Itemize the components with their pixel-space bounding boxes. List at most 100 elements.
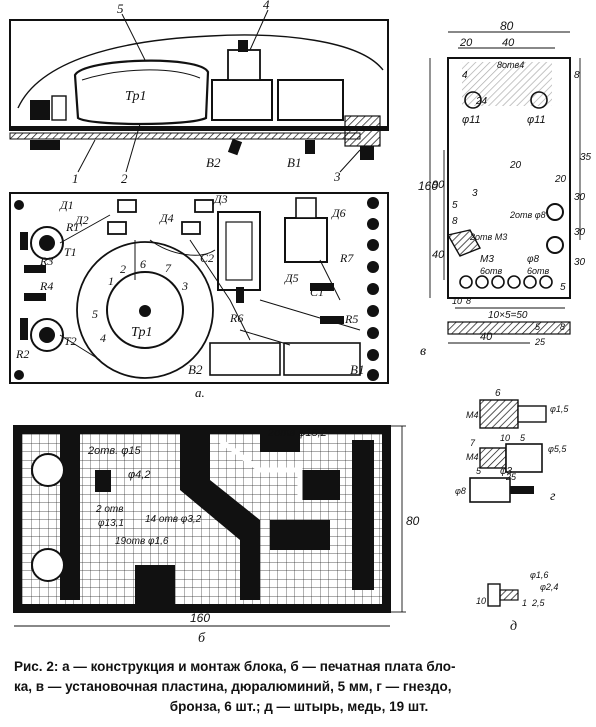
dim-v-26: φ8 — [527, 254, 540, 265]
dim-g-5: 25 — [505, 472, 517, 482]
dim-b-1: 2отв φ15,2 — [267, 427, 327, 439]
dim-v-14: 8 — [452, 216, 458, 227]
label-tap-1: 1 — [108, 274, 114, 288]
dim-g-6: φ5,5 — [548, 444, 567, 454]
dim-v-6: φ11 — [462, 114, 481, 126]
dim-v-1: 20 — [459, 37, 473, 49]
label-tap-6: 6 — [140, 257, 146, 271]
dim-b-7: 80 — [406, 514, 420, 528]
dim-d-0: φ1,6 — [530, 570, 548, 580]
panel-d-pin: φ1,6 φ2,4 10 1 2,5 д — [476, 570, 558, 634]
dim-d-4: 2,5 — [531, 598, 546, 608]
label-t2: Т2 — [64, 334, 77, 348]
label-r5: R5 — [344, 312, 358, 326]
panel-a-letter: а. — [195, 385, 205, 400]
label-tr1-side: Тр1 — [125, 89, 146, 104]
dim-g-9: φ3 — [500, 466, 513, 477]
dim-v-0: 80 — [500, 19, 514, 33]
label-2: 2 — [121, 171, 128, 186]
dim-g-3: 10 — [500, 433, 510, 443]
label-c2: С2 — [200, 251, 214, 265]
label-d3: Д3 — [213, 192, 228, 206]
dim-g-7: М4 — [466, 452, 479, 462]
dim-v-27: 6отв — [527, 266, 550, 276]
panel-b-pcb: 2отв. φ15 2отв φ15,2 φ4,2 2 отв φ13,1 14… — [13, 425, 420, 646]
panel-g-socket: 6 М4 φ1,5 10 5 25 φ5,5 М4 5 φ3 φ8 7 г — [455, 388, 569, 504]
dim-v-7: φ11 — [527, 114, 546, 126]
dim-g-0: 6 — [495, 388, 501, 399]
dim-v-8: 8 — [574, 70, 580, 81]
dim-v-23: 35 — [580, 152, 592, 163]
dim-v-19: 20 — [554, 174, 567, 185]
label-tap-3: 3 — [181, 279, 188, 293]
figure-drawing: 5 4 1 2 3 Тр1 В2 В1 — [9, 0, 592, 646]
label-r2: R2 — [15, 347, 29, 361]
label-3: 3 — [333, 169, 341, 184]
panel-a-top-view: Д1 Д2 Д3 Д4 Д5 Д6 R1 R2 R3 R4 R5 R6 R7 Т… — [9, 192, 389, 400]
dim-v-15: 3 — [472, 188, 478, 199]
dim-b-8: 160 — [190, 611, 210, 625]
dim-v-30: 10 — [452, 296, 462, 306]
dim-d-2: 10 — [476, 596, 486, 606]
label-5: 5 — [117, 1, 124, 16]
dim-v-21: 30 — [574, 227, 586, 238]
label-4: 4 — [263, 0, 270, 12]
label-d5: Д5 — [284, 271, 299, 285]
dim-v-11: 20 — [509, 160, 522, 171]
dim-v-9: 160 — [418, 179, 438, 193]
dim-v-18: 5 — [560, 282, 566, 293]
panel-a-side-view: 5 4 1 2 3 Тр1 В2 В1 — [9, 0, 389, 186]
dim-v-16: 2отв М3 — [469, 232, 507, 242]
dim-g-1: М4 — [466, 410, 479, 420]
dim-v-28: 10×5=50 — [488, 310, 528, 321]
dim-d-1: φ2,4 — [540, 582, 558, 592]
dim-b-5: 14 отв φ3,2 — [145, 514, 202, 525]
dim-v-22: 30 — [574, 257, 586, 268]
panel-g-letter: г — [550, 489, 556, 504]
dim-v-3: 8отв4 — [497, 60, 524, 70]
label-r7: R7 — [339, 251, 354, 265]
label-tap-2: 2 — [120, 262, 126, 276]
caption-line-2: ка, в — установочная пластина, дюралюмин… — [14, 679, 452, 694]
label-tap-7: 7 — [165, 261, 172, 275]
dim-v-5: 24 — [475, 96, 488, 107]
label-tr1-top: Тр1 — [131, 325, 152, 340]
dim-v-4: 4 — [462, 70, 468, 81]
label-b2-top: В2 — [188, 362, 203, 377]
caption-line-3: бронза, 6 шт.; д — штырь, медь, 19 шт. — [169, 699, 429, 714]
panel-v-mounting-plate: 80 20 40 8отв4 4 24 φ11 φ11 8 160 90 20 … — [418, 19, 592, 359]
dim-b-3: 2 отв — [95, 504, 123, 515]
dim-g-10: φ8 — [455, 486, 466, 496]
dim-g-2: φ1,5 — [550, 404, 569, 414]
dim-v-34: 25 — [534, 337, 546, 347]
label-r3: R3 — [39, 254, 53, 268]
dim-g-4: 5 — [520, 433, 526, 443]
dim-v-17: 2отв φ8 — [509, 210, 546, 220]
dim-v-25: 6отв — [480, 266, 503, 276]
label-d1: Д1 — [59, 198, 74, 212]
panel-b-letter: б — [198, 631, 206, 646]
label-t1: Т1 — [64, 245, 77, 259]
dim-b-2: φ4,2 — [128, 469, 150, 481]
label-b1-side: В1 — [287, 155, 301, 170]
label-b2-side: В2 — [206, 155, 221, 170]
dim-b-0: 2отв. φ15 — [87, 445, 142, 457]
label-tap-5: 5 — [92, 307, 98, 321]
label-c1: С1 — [310, 285, 324, 299]
dim-b-4: φ13,1 — [98, 518, 124, 529]
label-1: 1 — [72, 171, 79, 186]
dim-v-29: 40 — [480, 331, 493, 343]
figure-caption: Рис. 2: а — конструкция и монтаж блока, … — [14, 657, 584, 717]
label-r1: R1 — [65, 220, 79, 234]
label-b1-top: В1 — [350, 362, 364, 377]
dim-v-13: 5 — [452, 200, 458, 211]
label-d4: Д4 — [159, 211, 174, 225]
dim-v-32: 5 — [535, 322, 541, 332]
panel-d-letter: д — [510, 619, 517, 634]
dim-v-20: 30 — [574, 192, 586, 203]
dim-v-12: 40 — [432, 249, 445, 261]
dim-v-2: 40 — [502, 37, 515, 49]
dim-b-6: 19отв φ1,6 — [115, 536, 169, 547]
label-d6: Д6 — [331, 206, 346, 220]
caption-line-1: Рис. 2: а — конструкция и монтаж блока, … — [14, 659, 456, 674]
